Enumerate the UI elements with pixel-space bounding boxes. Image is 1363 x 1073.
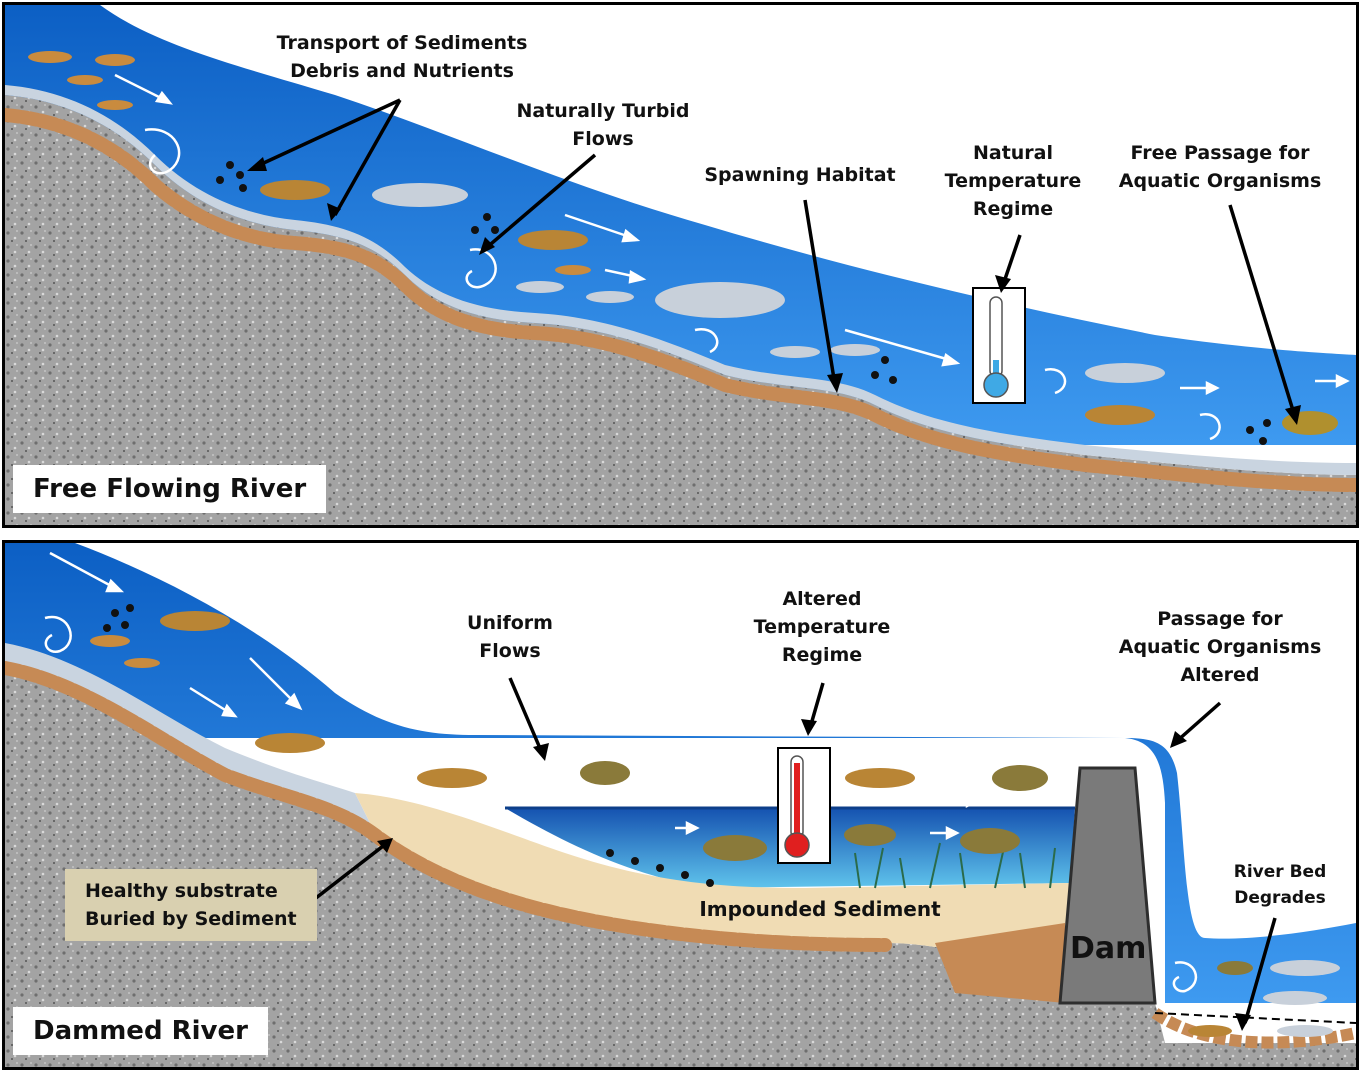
uniform-label-line2: Flows (479, 640, 541, 662)
passage-altered-line1: Passage for (1157, 608, 1283, 630)
buried-label-line1: Healthy substrate (85, 880, 278, 902)
temp-label-line3: Regime (972, 198, 1054, 220)
altered-label-line3: Regime (781, 644, 863, 666)
gravel-bed (5, 95, 1356, 525)
spawning-habitat-label: Spawning Habitat (704, 164, 896, 186)
uniform-flows-label: Uniform Flows (445, 609, 575, 665)
gravel-bed (5, 663, 1356, 1067)
annotation-arrows (301, 677, 1277, 1024)
fish-group (90, 611, 1340, 1037)
buried-label-line2: Buried by Sediment (85, 908, 297, 930)
arrow-heads (247, 157, 1301, 425)
sediments-label: Transport of Sediments Debris and Nutrie… (267, 29, 537, 85)
turbid-label-line2: Flows (572, 128, 634, 150)
turbid-label-line1: Naturally Turbid (516, 100, 690, 122)
flow-arrows (49, 551, 995, 841)
uniform-label-line1: Uniform (467, 612, 553, 634)
upstream-water (5, 543, 1356, 1003)
rock-pile (935, 923, 1065, 1003)
eddy-swirls (144, 128, 1221, 441)
impounded-sediment (355, 793, 1070, 1003)
debris-clusters (103, 604, 714, 887)
altered-label-line2: Temperature (753, 616, 891, 638)
debris-clusters (216, 161, 1271, 445)
passage-label-line1: Free Passage for (1130, 142, 1310, 164)
buried-substrate-label: Healthy substrate Buried by Sediment (65, 869, 317, 941)
temp-label-line2: Temperature (944, 170, 1082, 192)
silt-layer (5, 643, 375, 833)
dam-structure (1058, 766, 1157, 1005)
fish-group (28, 51, 1338, 435)
altered-thermometer (777, 747, 831, 864)
sediments-label-line1: Transport of Sediments (276, 32, 528, 54)
arrow-heads (377, 719, 1251, 1031)
passage-altered-line2: Aquatic Organisms (1118, 636, 1322, 658)
dam-label: Dam (1070, 931, 1147, 966)
aquatic-vegetation (854, 842, 1056, 889)
altered-label-line1: Altered (782, 588, 862, 610)
impounded-sediment-label: Impounded Sediment (699, 897, 941, 921)
riverbed-label-line2: Degrades (1234, 888, 1326, 908)
free-flowing-river-title: Free Flowing River (13, 465, 327, 513)
passage-altered-line3: Altered (1180, 664, 1260, 686)
downstream-rocks (1151, 1008, 1356, 1049)
rock-layer (5, 108, 1356, 492)
dammed-river-illustration (5, 543, 1356, 1067)
former-bed-line (1154, 1012, 1356, 1024)
annotation-arrows (254, 98, 1297, 418)
turbid-flows-label: Naturally Turbid Flows (503, 97, 703, 153)
free-flowing-river-panel: Transport of Sediments Debris and Nutrie… (2, 2, 1359, 528)
natural-thermometer (972, 287, 1026, 404)
free-passage-label: Free Passage for Aquatic Organisms (1115, 139, 1325, 195)
eddy-swirls (44, 615, 1197, 993)
free-flowing-river-illustration (5, 5, 1356, 525)
flow-arrows (114, 73, 1350, 396)
dammed-river-title: Dammed River (13, 1007, 268, 1055)
passage-altered-label: Passage for Aquatic Organisms Altered (1115, 605, 1325, 689)
natural-temperature-label: Natural Temperature Regime (933, 139, 1093, 223)
sediments-label-line2: Debris and Nutrients (290, 60, 514, 82)
dammed-river-panel: Uniform Flows Altered Temperature Regime… (2, 540, 1359, 1070)
riverbed-label-line1: River Bed (1233, 862, 1327, 882)
river-bed-degrades-label: River Bed Degrades (1220, 859, 1340, 911)
passage-label-line2: Aquatic Organisms (1118, 170, 1322, 192)
altered-temperature-label: Altered Temperature Regime (742, 585, 902, 669)
temp-label-line1: Natural (972, 142, 1054, 164)
